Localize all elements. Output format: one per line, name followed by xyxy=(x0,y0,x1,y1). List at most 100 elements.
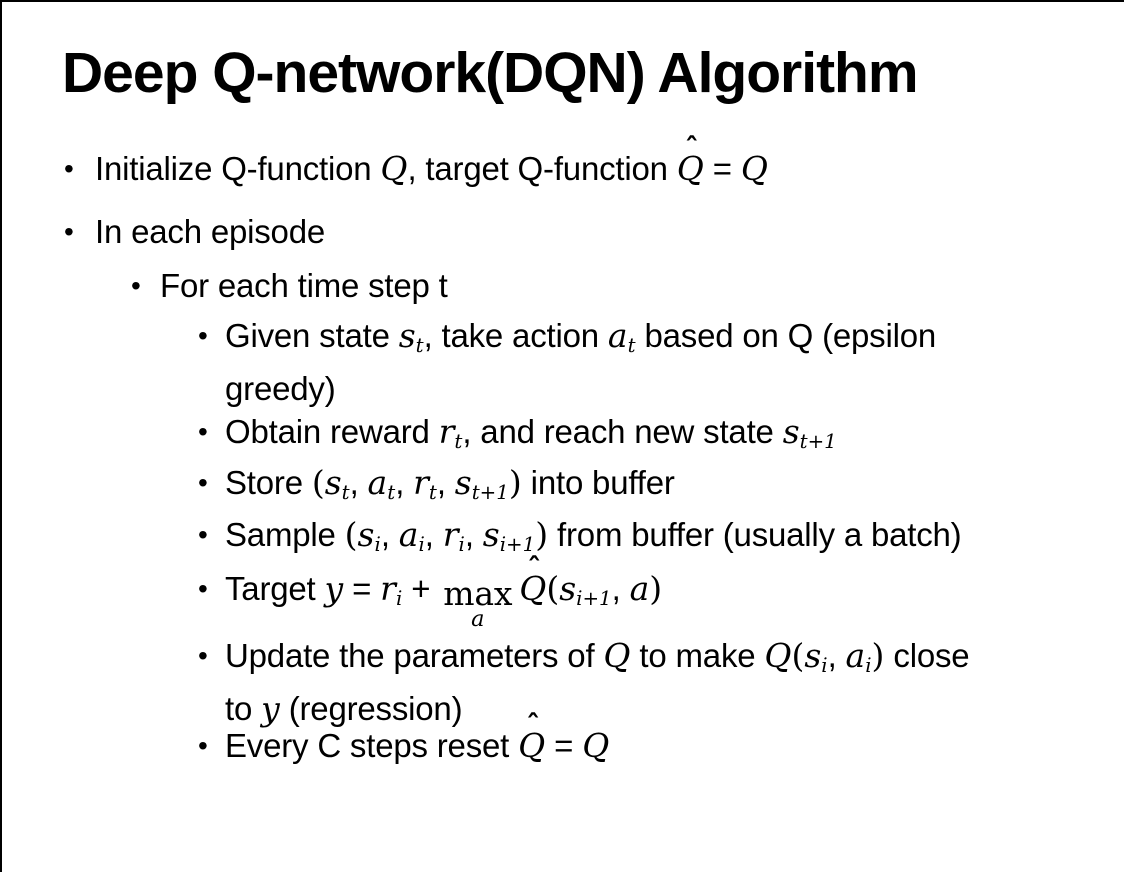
text-segment: greedy) xyxy=(225,369,336,407)
text-segment: Sample xyxy=(225,516,345,553)
text-segment: , xyxy=(395,464,414,501)
math-sub: i xyxy=(395,586,403,610)
math-var: a xyxy=(471,606,485,633)
math-var: r xyxy=(438,412,455,451)
text-segment: (regression) xyxy=(279,689,463,727)
math-sub: t+1 xyxy=(799,429,837,453)
math-sub: t xyxy=(627,333,636,357)
math-var: Q xyxy=(380,149,408,188)
bullet-text: Given state st, take action at based on … xyxy=(225,314,936,410)
bullet-given-state: • Given state st, take action at based o… xyxy=(198,314,936,410)
slide-border-top xyxy=(0,0,1124,2)
math-sub: t xyxy=(341,480,350,504)
text-segment: , xyxy=(611,570,630,607)
hat-accent: ˆ xyxy=(527,552,542,586)
text-segment: into buffer xyxy=(521,464,675,501)
text-segment: , xyxy=(424,516,443,553)
text-segment: In each episode xyxy=(95,213,326,250)
math-var: s xyxy=(804,636,822,675)
text-segment: = xyxy=(545,727,583,764)
text-segment: , xyxy=(380,516,399,553)
math-var: s xyxy=(559,569,577,608)
math-var: s xyxy=(782,412,800,451)
math-var: a xyxy=(607,316,628,355)
math-var: s xyxy=(357,515,375,554)
math-var: s xyxy=(324,463,342,502)
text-segment: from buffer (usually a batch) xyxy=(548,516,962,553)
math-var: Q xyxy=(764,636,792,675)
text-segment: , xyxy=(827,637,846,674)
math-sub: i xyxy=(821,653,828,677)
math-paren: ) xyxy=(535,515,549,554)
math-var: r xyxy=(442,515,459,554)
bullet-text: Sample (si, ai, ri, si+1) from buffer (u… xyxy=(225,513,962,566)
math-var: Q xyxy=(676,149,704,188)
math-var: Q xyxy=(518,726,546,765)
math-sub: i+1 xyxy=(576,586,612,610)
text-segment: Given state xyxy=(225,317,399,354)
slide-border-left xyxy=(0,0,2,872)
bullet-icon: • xyxy=(198,416,208,447)
bullet-text: Update the parameters of Q to make Q(si,… xyxy=(225,634,970,730)
math-var: y xyxy=(324,569,344,608)
bullet-icon: • xyxy=(64,153,74,184)
bullet-icon: • xyxy=(198,573,208,604)
math-sub: t xyxy=(415,333,424,357)
text-segment: to make xyxy=(630,637,765,674)
bullet-update-parameters: • Update the parameters of Q to make Q(s… xyxy=(198,634,970,730)
math-sub: i xyxy=(374,532,381,556)
bullet-sample-buffer: • Sample (si, ai, ri, si+1) from buffer … xyxy=(198,513,962,566)
math-var: s xyxy=(398,316,416,355)
bullet-initialize: • Initialize Q-function Q, target Q-func… xyxy=(64,135,768,190)
bullet-for-each-time-step: • For each time step t xyxy=(131,264,448,307)
text-segment: For each time step t xyxy=(160,267,448,304)
math-paren: ( xyxy=(311,463,325,502)
math-sub: i xyxy=(458,532,465,556)
bullet-in-each-episode: • In each episode xyxy=(64,210,325,253)
math-var: a xyxy=(629,569,650,608)
text-segment: Target xyxy=(225,570,325,607)
bullet-text: In each episode xyxy=(95,210,325,253)
math-var: s xyxy=(482,515,500,554)
math-var: Q xyxy=(603,636,631,675)
math-sub: t xyxy=(387,480,396,504)
text-segment: = xyxy=(703,150,741,187)
math-paren: ( xyxy=(344,515,358,554)
slide-title: Deep Q-network(DQN) Algorithm xyxy=(62,41,919,105)
math-sub: t+1 xyxy=(471,480,509,504)
bullet-icon: • xyxy=(198,640,208,671)
text-segment: Every C steps reset xyxy=(225,727,519,764)
max-label: max xyxy=(443,574,513,614)
math-sub: i xyxy=(418,532,425,556)
math-paren: ( xyxy=(791,636,805,675)
text-segment: , xyxy=(349,464,368,501)
math-sub: t xyxy=(454,429,463,453)
text-segment: , target Q-function xyxy=(407,150,677,187)
bullet-store-buffer: • Store (st, at, rt, st+1) into buffer xyxy=(198,461,675,514)
hat-accent: ˆ xyxy=(684,132,699,166)
text-segment: + xyxy=(402,570,440,607)
bullet-icon: • xyxy=(198,519,208,550)
bullet-icon: • xyxy=(198,467,208,498)
text-segment: based on Q (epsilon xyxy=(635,317,937,354)
text-segment: Obtain reward xyxy=(225,413,439,450)
math-var: s xyxy=(454,463,472,502)
math-var: Q xyxy=(740,149,768,188)
math-var: Q xyxy=(519,569,547,608)
text-segment: , take action xyxy=(423,317,608,354)
text-segment: close xyxy=(884,637,970,674)
math-var: Q xyxy=(582,726,610,765)
math-paren: ( xyxy=(546,569,560,608)
max-under-var: a xyxy=(443,606,512,633)
math-sub: i+1 xyxy=(499,532,536,556)
math-var: a xyxy=(398,515,419,554)
math-sub: t xyxy=(428,480,437,504)
